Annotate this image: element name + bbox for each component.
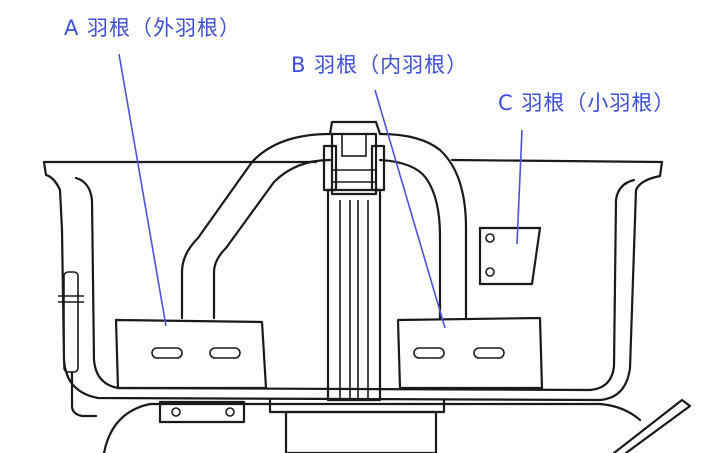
side-gauge — [58, 271, 98, 418]
leader-lines — [118, 53, 523, 329]
leader-line-a — [118, 53, 167, 327]
base-housing — [102, 398, 692, 453]
label-blade-b: B 羽根（内羽根） — [291, 53, 469, 77]
blade-b-paddle — [396, 316, 544, 390]
leader-line-b — [374, 89, 446, 329]
label-blade-a: A 羽根（外羽根） — [64, 16, 242, 40]
label-blade-c: C 羽根（小羽根） — [498, 91, 676, 115]
center-shaft — [322, 132, 386, 402]
arch-frame — [180, 120, 468, 320]
bowl — [42, 158, 664, 402]
blade-c-paddle — [478, 226, 542, 286]
leader-line-c — [516, 129, 523, 245]
blade-a-paddle — [114, 318, 268, 390]
